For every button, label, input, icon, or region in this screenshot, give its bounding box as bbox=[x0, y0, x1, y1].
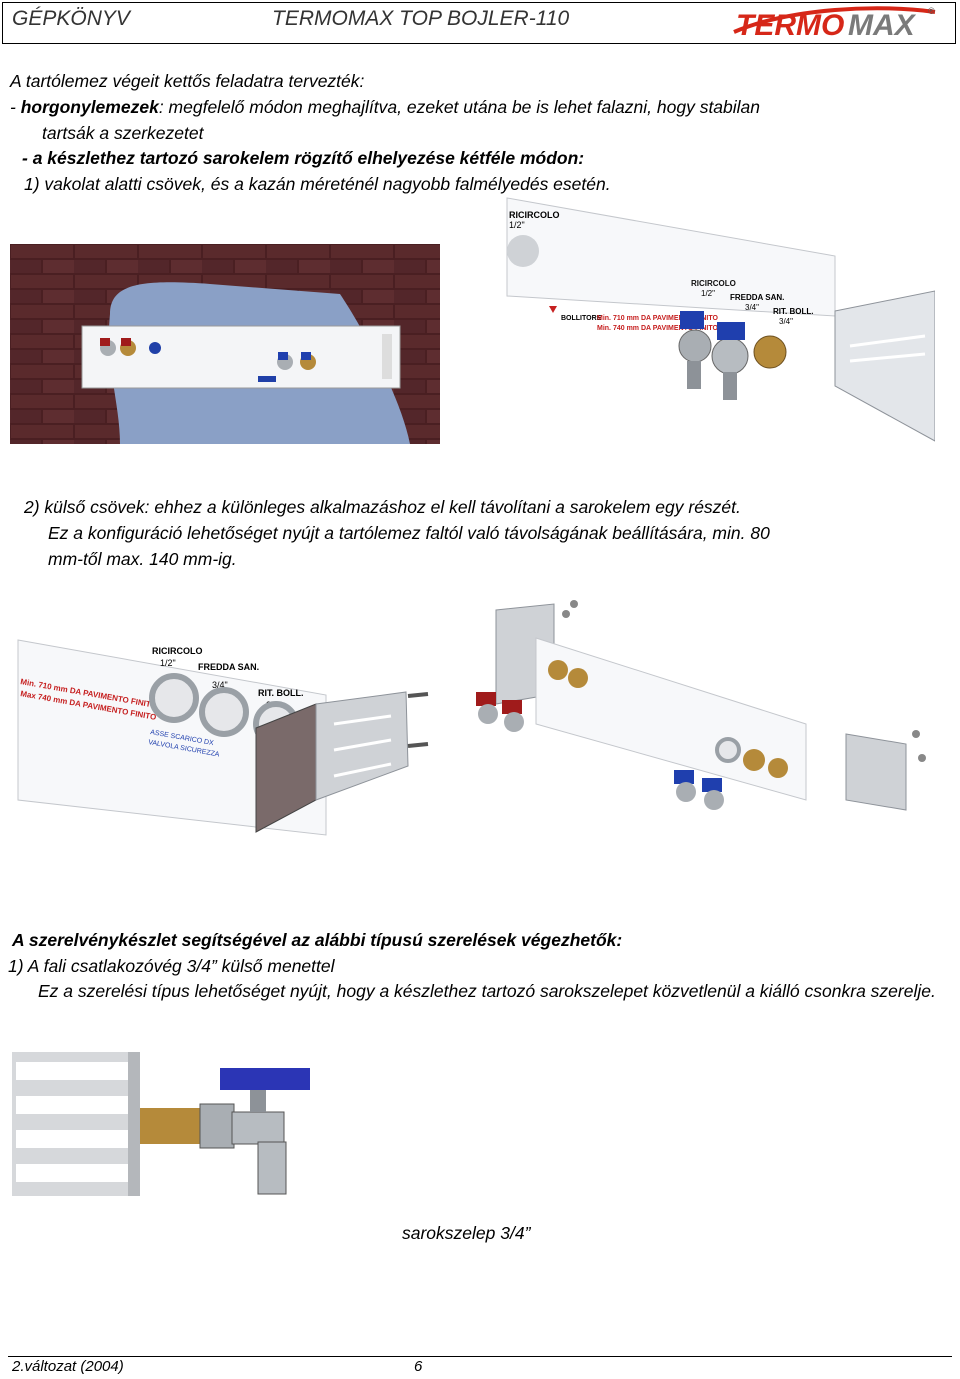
mounting-plate bbox=[81, 325, 401, 389]
svg-text:FREDDA SAN.: FREDDA SAN. bbox=[198, 662, 259, 672]
header-center-title: TERMOMAX TOP BOJLER-110 bbox=[272, 7, 570, 30]
page-number: 6 bbox=[414, 1358, 423, 1375]
intro-text: A tartólemez végeit kettős feladatra ter… bbox=[10, 71, 365, 91]
svg-text:3/4": 3/4" bbox=[745, 303, 759, 312]
page-header bbox=[2, 2, 956, 44]
wall-mount-illustration bbox=[10, 244, 440, 444]
angle-valve-illustration bbox=[12, 1052, 310, 1196]
bracket-distance-illustration: Min. 710 mm DA PAVIMENTO FINITO Max 740 … bbox=[17, 639, 429, 836]
svg-text:Min. 740 mm DA PAVIMENTO FINIT: Min. 740 mm DA PAVIMENTO FINITO bbox=[597, 325, 719, 332]
registered-mark: ® bbox=[928, 6, 935, 16]
svg-text:1/2": 1/2" bbox=[509, 220, 525, 230]
exploded-assembly-illustration bbox=[476, 600, 926, 811]
plate-closeup-illustration: RICIRCOLO 1/2" RICIRCOLO 1/2" FREDDA SAN… bbox=[506, 197, 935, 442]
svg-text:MAX: MAX bbox=[848, 9, 917, 42]
svg-text:3/4": 3/4" bbox=[212, 680, 228, 690]
svg-text:Min. 710 mm DA PAVIMENTO FINIT: Min. 710 mm DA PAVIMENTO FINITO bbox=[597, 315, 719, 322]
svg-text:1/2": 1/2" bbox=[701, 289, 715, 298]
svg-text:FREDDA SAN.: FREDDA SAN. bbox=[730, 293, 784, 302]
termomax-logo: TERMO MAX ® bbox=[733, 6, 936, 42]
svg-text:3/4": 3/4" bbox=[779, 317, 793, 326]
svg-text:RIT. BOLL.: RIT. BOLL. bbox=[258, 688, 304, 698]
list-item-anchor-plates-cont: tartsák a szerkezetet bbox=[42, 123, 204, 143]
list-item-anchor-plates: - horgonylemezek: megfelelő módon meghaj… bbox=[10, 97, 761, 117]
svg-text:BOLLITORE: BOLLITORE bbox=[561, 315, 602, 322]
svg-text:1/2": 1/2" bbox=[160, 658, 176, 668]
svg-text:RICIRCOLO: RICIRCOLO bbox=[691, 279, 736, 288]
svg-text:RIT. BOLL.: RIT. BOLL. bbox=[773, 307, 813, 316]
footer-divider bbox=[8, 1356, 952, 1357]
installation-type-1: 1) A fali csatlakozóvég 3/4” külső menet… bbox=[8, 956, 335, 976]
header-left-title: GÉPKÖNYV bbox=[12, 7, 130, 30]
external-pipes-text-3: mm-től max. 140 mm-ig. bbox=[48, 549, 237, 569]
svg-text:RICIRCOLO: RICIRCOLO bbox=[509, 210, 560, 220]
external-pipes-text-2: Ez a konfiguráció lehetőséget nyújt a ta… bbox=[48, 523, 770, 543]
footer-version: 2.változat (2004) bbox=[12, 1358, 124, 1375]
external-pipes-text-1: 2) külső csövek: ehhez a különleges alka… bbox=[24, 497, 741, 517]
sub-item-plaster-pipes: 1) vakolat alatti csövek, és a kazán mér… bbox=[24, 174, 611, 194]
installation-type-1-description: Ez a szerelési típus lehetőséget nyújt, … bbox=[38, 981, 936, 1001]
installation-types-heading: A szerelvénykészlet segítségével az aláb… bbox=[12, 930, 623, 950]
list-item-corner-fixing: - a készlethez tartozó sarokelem rögzítő… bbox=[22, 148, 585, 168]
svg-text:RICIRCOLO: RICIRCOLO bbox=[152, 646, 203, 656]
svg-text:TERMO: TERMO bbox=[736, 9, 844, 42]
angle-valve-caption: sarokszelep 3/4” bbox=[402, 1223, 531, 1243]
